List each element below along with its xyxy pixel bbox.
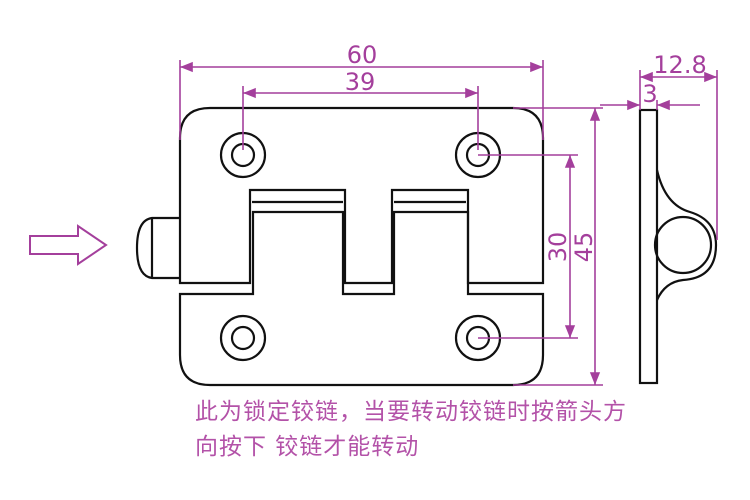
dimension-lines <box>179 60 718 386</box>
push-arrow-icon <box>29 224 108 266</box>
dim-overall-width: 60 <box>347 41 378 69</box>
dim-overall-height: 45 <box>570 232 598 263</box>
lower-leaf <box>178 210 545 387</box>
dim-hole-spacing-horizontal: 39 <box>345 68 376 96</box>
lock-button <box>135 216 180 280</box>
dim-hole-spacing-vertical: 30 <box>544 232 572 263</box>
upper-leaf <box>178 106 545 285</box>
note-line-2: 向按下 铰链才能转动 <box>195 434 420 460</box>
side-view <box>638 108 718 385</box>
dim-side-thickness: 12.8 <box>653 51 706 79</box>
mounting-holes <box>219 131 502 362</box>
dim-plate-thickness: 3 <box>642 80 657 108</box>
note-line-1: 此为锁定铰链，当要转动铰链时按箭头方 <box>195 399 627 425</box>
